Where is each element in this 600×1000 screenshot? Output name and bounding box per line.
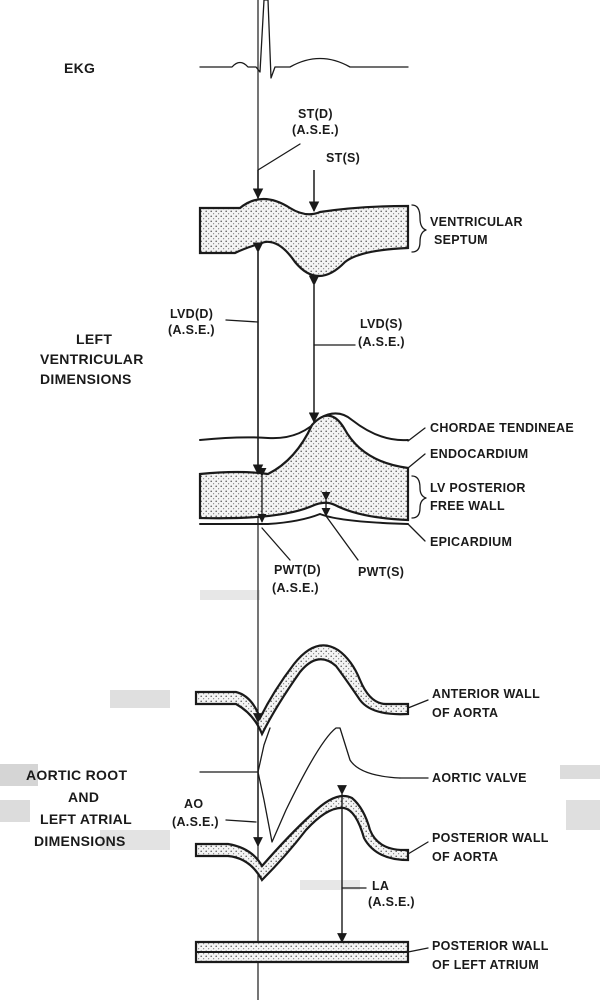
lvd-d-sub-label: (A.S.E.) xyxy=(168,323,215,337)
epicardium-label: EPICARDIUM xyxy=(430,535,512,549)
posterior-atrium-pointer xyxy=(407,947,429,953)
endocardium-label: ENDOCARDIUM xyxy=(430,447,528,461)
posterior-aorta-label: POSTERIOR WALL xyxy=(432,831,549,845)
lvd-d-pointer xyxy=(225,319,259,323)
ventricular-septum-label-2: SEPTUM xyxy=(434,233,488,247)
epicardium-line xyxy=(199,513,409,525)
pwt-d-label: PWT(D) xyxy=(274,563,321,577)
anterior-aorta-label: ANTERIOR WALL xyxy=(432,687,540,701)
posterior-aorta-pointer xyxy=(407,841,429,855)
posterior-atrium-label: POSTERIOR WALL xyxy=(432,939,549,953)
posterior-aorta-label-2: OF AORTA xyxy=(432,850,498,864)
septum-brace xyxy=(411,204,427,253)
lvd-s-sub-label: (A.S.E.) xyxy=(358,335,405,349)
lv-wall-label: LV POSTERIOR xyxy=(430,481,526,495)
posterior-atrium-label-2: OF LEFT ATRIUM xyxy=(432,958,539,972)
lv-wall-label-2: FREE WALL xyxy=(430,499,505,513)
aortic-group-label-3: LEFT ATRIAL xyxy=(40,811,132,827)
st-d-label: ST(D) xyxy=(298,107,333,121)
scan-artifacts xyxy=(0,590,600,890)
lvd-d-label: LVD(D) xyxy=(170,307,213,321)
chordae-pointer xyxy=(407,427,426,442)
aortic-valve xyxy=(199,727,401,843)
la-label: LA xyxy=(372,879,389,893)
lv-dimensions-label-3: DIMENSIONS xyxy=(40,371,132,387)
st-s-label: ST(S) xyxy=(326,151,360,165)
pwt-s-label: PWT(S) xyxy=(358,565,404,579)
aortic-group-label-2: AND xyxy=(68,789,99,805)
ventricular-septum-label: VENTRICULAR xyxy=(430,215,523,229)
endocardium-pointer xyxy=(407,453,426,469)
pwt-d-pointer xyxy=(261,527,291,561)
aortic-group-label: AORTIC ROOT xyxy=(26,767,127,783)
ao-label: AO xyxy=(184,797,203,811)
lv-dimensions-label-2: VENTRICULAR xyxy=(40,351,144,367)
anterior-aorta-label-2: OF AORTA xyxy=(432,706,498,720)
chordae-tendineae xyxy=(199,412,409,442)
la-sub-label: (A.S.E.) xyxy=(368,895,415,909)
aortic-valve-label: AORTIC VALVE xyxy=(432,771,527,785)
lv-posterior-wall xyxy=(198,414,410,522)
lv-dimensions-label: LEFT xyxy=(76,331,112,347)
ventricular-septum xyxy=(198,197,410,277)
anterior-wall-aorta xyxy=(194,644,410,737)
anterior-aorta-pointer xyxy=(407,699,429,709)
chordae-label: CHORDAE TENDINEAE xyxy=(430,421,574,435)
lvd-s-label: LVD(S) xyxy=(360,317,403,331)
aortic-valve-upper xyxy=(257,727,271,773)
aortic-group-label-4: DIMENSIONS xyxy=(34,833,126,849)
ekg-label: EKG xyxy=(64,60,95,76)
posterior-wall-aorta xyxy=(194,794,410,882)
ao-sub-label: (A.S.E.) xyxy=(172,815,219,829)
ao-pointer xyxy=(225,819,257,823)
lv-brace xyxy=(411,475,427,519)
ekg-trace xyxy=(199,0,409,79)
epicardium-pointer xyxy=(407,523,426,542)
pwt-d-sub-label: (A.S.E.) xyxy=(272,581,319,595)
pwt-s-pointer xyxy=(325,515,359,561)
st-d-pointer xyxy=(257,143,301,171)
st-d-sub-label: (A.S.E.) xyxy=(292,123,339,137)
